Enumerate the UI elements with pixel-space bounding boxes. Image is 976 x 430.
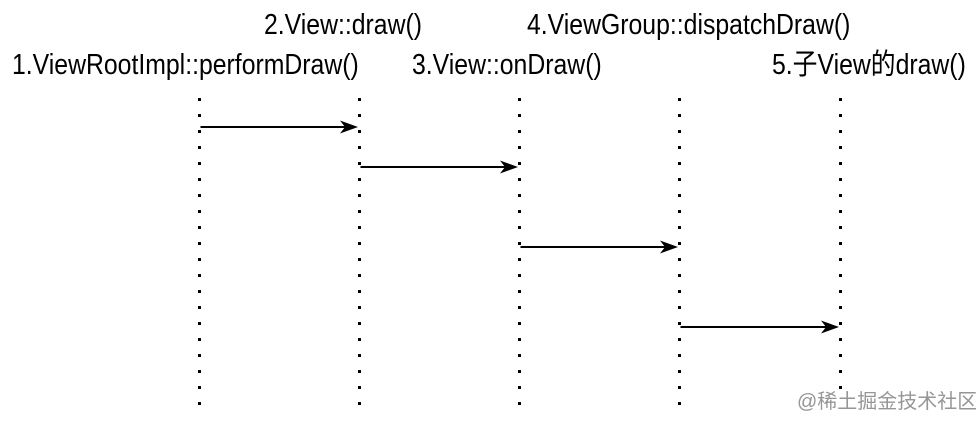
participant-label-3: 3.View::onDraw() <box>412 49 602 81</box>
participant-label-5: 5.子View的draw() <box>772 49 966 81</box>
arrowhead-icon <box>821 320 839 334</box>
participant-label-2: 2.View::draw() <box>264 9 423 41</box>
arrowhead-icon <box>500 160 518 174</box>
participant-label-4: 4.ViewGroup::dispatchDraw() <box>527 9 851 41</box>
watermark-text: @稀土掘金技术社区 <box>797 391 976 413</box>
arrowhead-icon <box>660 240 678 254</box>
participant-label-1: 1.ViewRootImpl::performDraw() <box>12 49 359 81</box>
arrowhead-icon <box>340 120 358 134</box>
